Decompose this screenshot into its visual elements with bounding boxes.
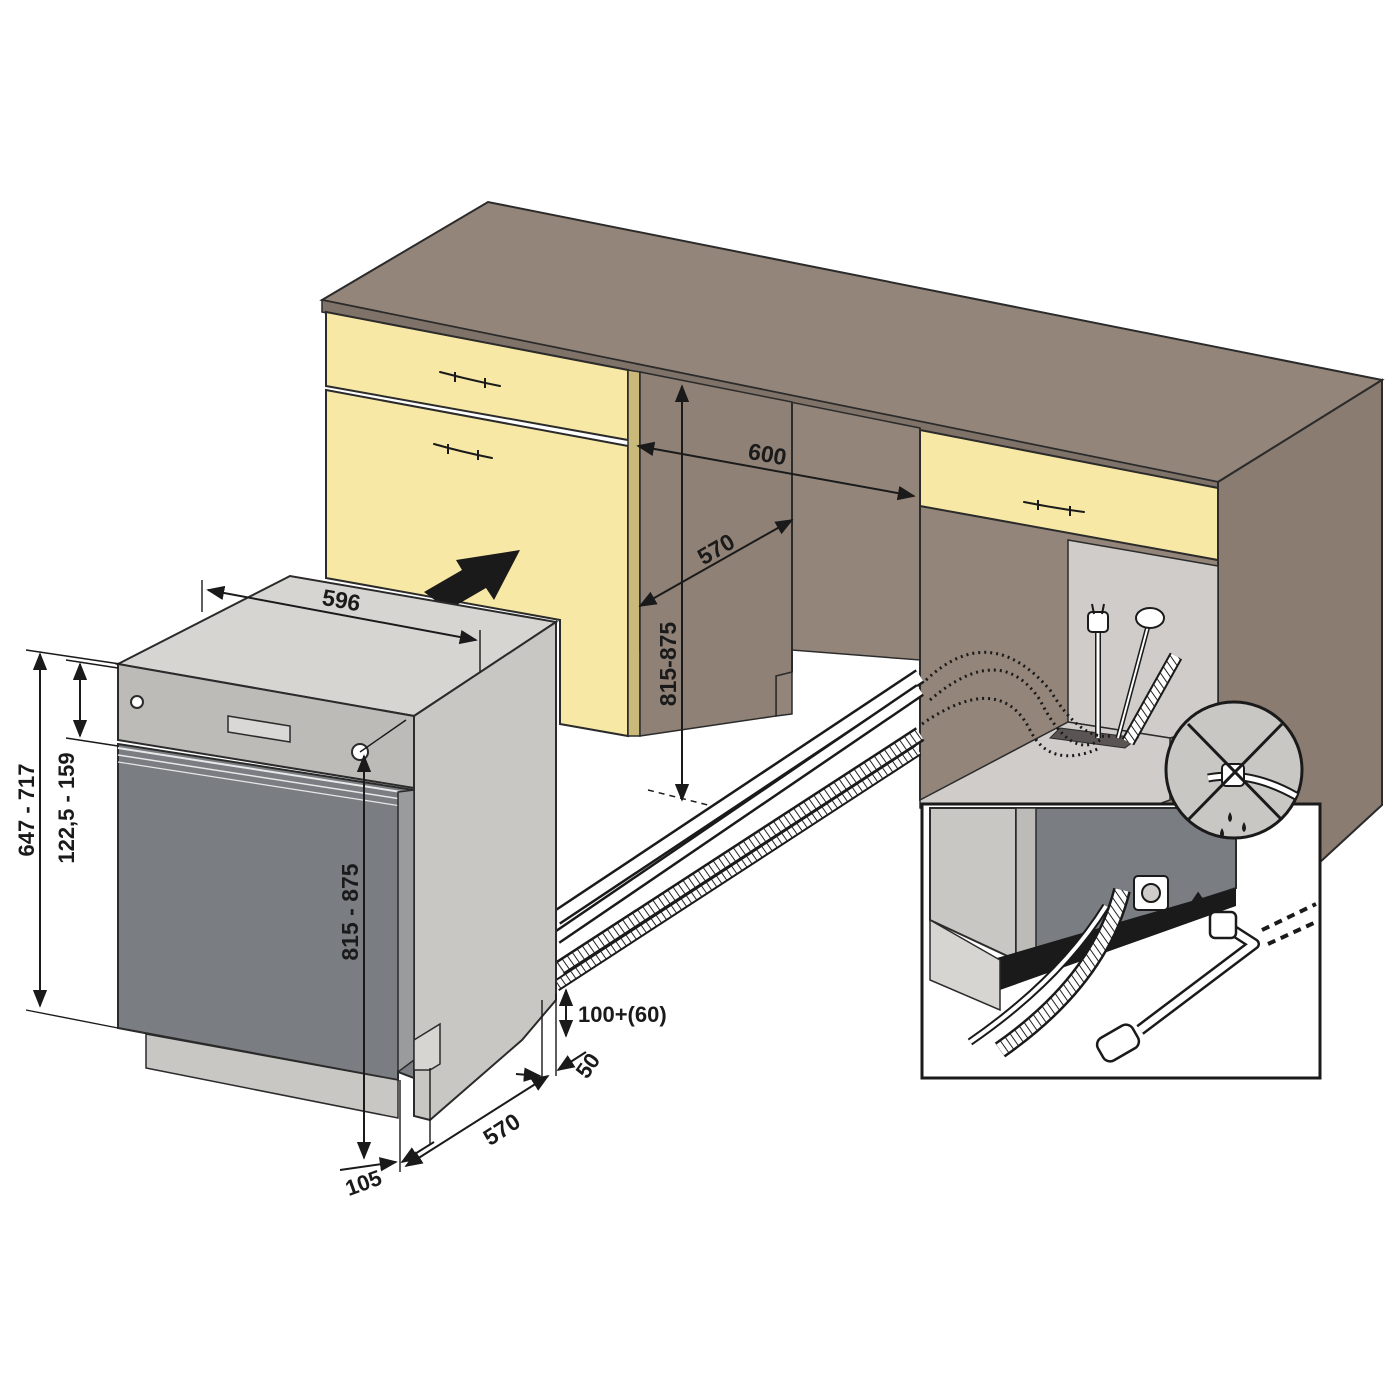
label-door-offset: 105	[342, 1165, 385, 1201]
dishwasher-plinth	[145, 1033, 399, 1119]
label-plinth-gap: 50	[571, 1049, 606, 1083]
display-window	[227, 715, 291, 743]
label-niche-height: 815-875	[655, 622, 681, 707]
power-plug-icon	[1087, 603, 1109, 633]
label-panel-height: 122,5 - 159	[54, 752, 79, 863]
handle-icon	[433, 443, 493, 460]
power-button[interactable]	[130, 695, 144, 709]
utility-connections	[921, 603, 1183, 758]
handle-icon	[1023, 500, 1085, 516]
label-appliance-depth: 570	[478, 1108, 524, 1151]
connection-detail-inset	[920, 802, 1322, 1080]
floor-hoses	[551, 669, 925, 992]
dishwasher	[114, 574, 559, 1122]
label-appliance-height-total: 647 - 717	[14, 764, 39, 857]
drawer-handles	[433, 371, 1085, 516]
right-drawer[interactable]	[919, 428, 1219, 562]
label-plinth-height: 100+(60)	[578, 1002, 667, 1027]
left-cabinet-side	[627, 369, 641, 737]
dimension-lines	[25, 384, 916, 1172]
label-appliance-height: 815 - 875	[337, 863, 363, 960]
no-leak-prohibition-icon	[1164, 700, 1304, 840]
handle-icon	[439, 371, 501, 388]
